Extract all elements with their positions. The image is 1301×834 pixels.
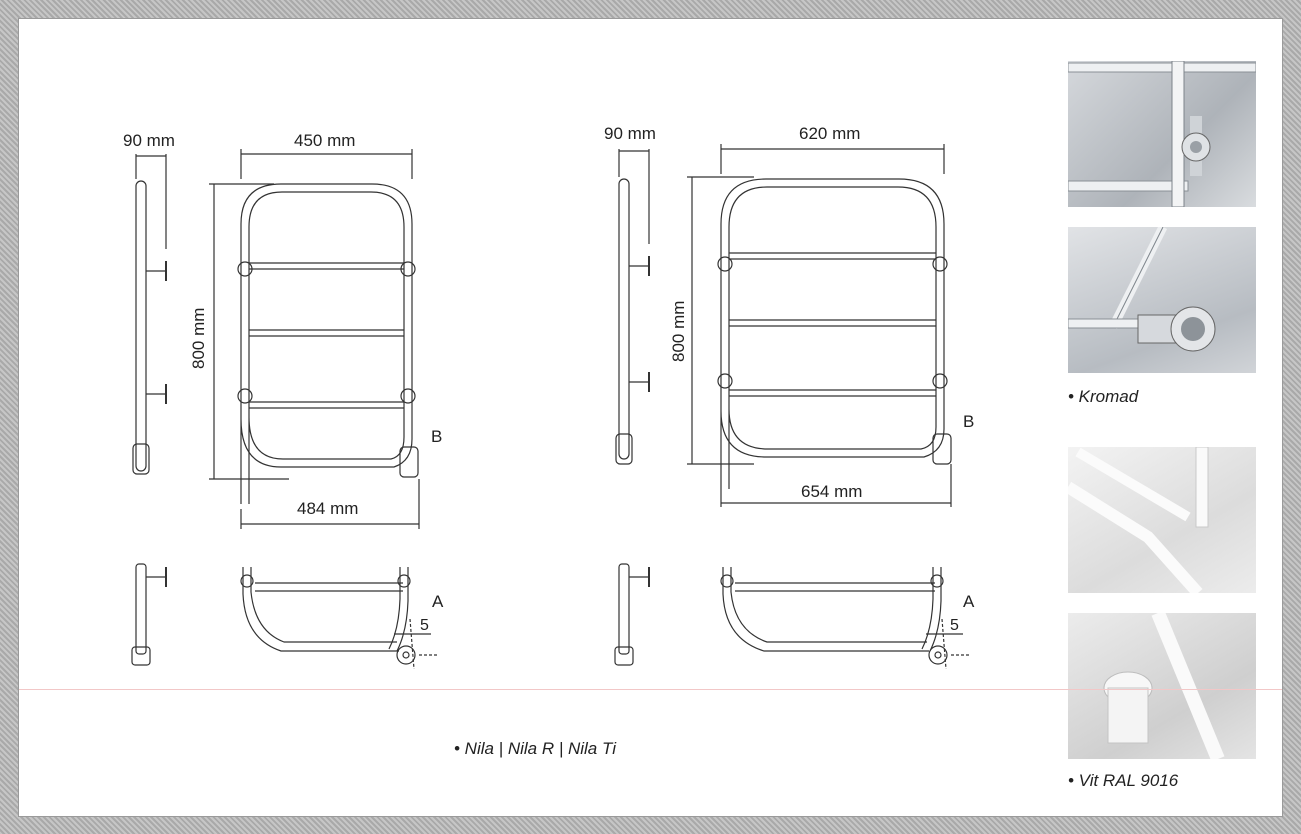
finish-chrome-caption: • Kromad [1068,387,1139,406]
chrome-photo-2 [1068,227,1256,373]
left-depth-label: 90 mm [123,131,175,150]
spec-sheet: 90 mm 450 mm 800 mm B 484 mm A 5 90 mm 6… [18,18,1283,817]
chrome-photo-1 [1068,61,1256,207]
left-drawing [131,149,439,670]
left-width-bottom-label: 484 mm [297,499,359,518]
left-dim-5: 5 [420,617,429,634]
right-width-bottom-label: 654 mm [801,482,863,501]
right-dim-5: 5 [950,617,959,634]
right-height-label: 800 mm [669,300,688,362]
left-height-label: 800 mm [189,307,208,369]
right-width-top-label: 620 mm [799,124,861,143]
left-side-box [132,443,150,475]
white-photo-1 [1068,447,1256,593]
right-depth-label: 90 mm [604,124,656,143]
finish-white-caption: • Vit RAL 9016 [1068,771,1179,790]
white-photo-2 [1068,613,1256,759]
scan-line [19,689,1282,690]
right-callout-a: A [963,592,975,611]
left-heater-box [399,446,419,478]
left-side-bar [135,180,147,472]
left-callout-b: B [431,427,443,446]
right-drawing [614,144,969,670]
technical-drawings [131,144,969,670]
models-caption: • Nila | Nila R | Nila Ti [454,739,616,758]
right-callout-b: B [963,412,975,431]
left-callout-a: A [432,592,444,611]
left-width-top-label: 450 mm [294,131,356,150]
left-frame-outer [240,183,413,504]
